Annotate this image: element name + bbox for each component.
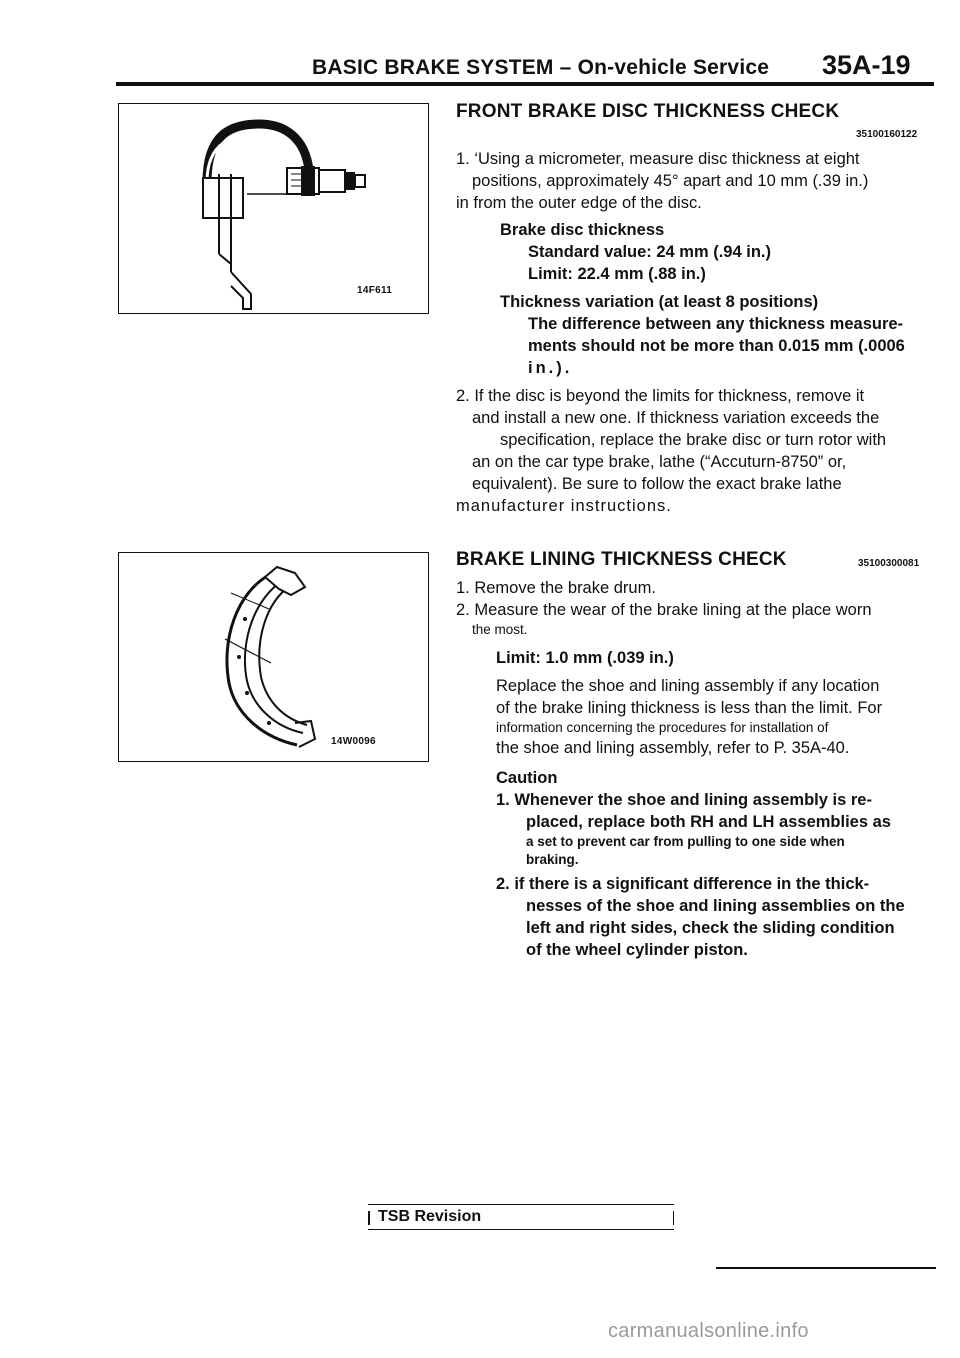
spec-value: ments should not be more than 0.015 mm (… — [528, 337, 905, 355]
limit-value: Limit: 1.0 mm (.039 in.) — [496, 649, 674, 667]
micrometer-figure: 14F611 — [118, 103, 429, 314]
brake-shoe-illustration — [224, 565, 317, 748]
tsb-revision-label: TSB Revision — [378, 1208, 482, 1225]
step-text: 2. If the disc is beyond the limits for … — [456, 387, 865, 405]
caution-text: nesses of the shoe and lining assemblies… — [526, 897, 905, 915]
caution-text: of the wheel cylinder piston. — [526, 941, 748, 959]
figure-code: 14W0096 — [331, 736, 376, 747]
spec-value: The difference between any thickness mea… — [528, 315, 904, 333]
watermark: carmanualsonline.info — [608, 1320, 809, 1342]
step-text: and install a new one. If thickness vari… — [472, 409, 880, 427]
page-header-title: BASIC BRAKE SYSTEM – On-vehicle Service — [312, 56, 770, 79]
section1-body: 1. ‘Using a micrometer, measure disc thi… — [456, 148, 936, 517]
section-title: BRAKE LINING THICKNESS CHECK — [456, 549, 787, 570]
caution-text: 2. if there is a significant difference … — [496, 875, 870, 893]
step-text: in from the outer edge of the disc. — [456, 194, 702, 212]
step-text: 1. ‘Using a micrometer, measure disc thi… — [456, 150, 860, 168]
body-text: Replace the shoe and lining assembly if … — [496, 677, 880, 695]
caution-text: placed, replace both RH and LH assemblie… — [526, 813, 891, 831]
body-text: information concerning the procedures fo… — [496, 720, 829, 735]
caution-heading: Caution — [496, 769, 558, 787]
section2-body: 1. Remove the brake drum. 2. Measure the… — [456, 577, 936, 961]
spec-heading: Brake disc thickness — [500, 221, 665, 239]
section-title: FRONT BRAKE DISC THICKNESS CHECK — [456, 101, 840, 122]
step-text: 2. Measure the wear of the brake lining … — [456, 601, 872, 619]
page-number: 35A-19 — [822, 50, 911, 80]
figure-code: 14F611 — [357, 285, 393, 296]
spec-heading: Thickness variation (at least 8 position… — [500, 293, 819, 311]
micrometer-illustration — [202, 119, 366, 310]
bottom-rule — [716, 1267, 936, 1269]
caution-text: braking. — [526, 852, 579, 867]
step-text: specification, replace the brake disc or… — [500, 431, 887, 449]
step-text: the most. — [472, 622, 528, 637]
spec-value: in.). — [528, 359, 573, 377]
spec-value: Limit: 22.4 mm (.88 in.) — [528, 265, 706, 283]
caution-text: a set to prevent car from pulling to one… — [526, 834, 845, 849]
brake-shoe-figure: 14W0096 — [118, 552, 429, 762]
header-rule — [116, 82, 934, 86]
spec-value: Standard value: 24 mm (.94 in.) — [528, 243, 771, 261]
step-text: manufacturer instructions. — [456, 497, 672, 515]
body-text: the shoe and lining assembly, refer to P… — [496, 739, 850, 757]
section-code: 35100160122 — [856, 129, 918, 140]
section-code: 35100300081 — [858, 558, 920, 569]
caution-text: 1. Whenever the shoe and lining assembly… — [496, 791, 872, 809]
step-text: positions, approximately 45° apart and 1… — [472, 172, 869, 190]
step-text: an on the car type brake, lathe (“Accutu… — [472, 453, 847, 471]
body-text: of the brake lining thickness is less th… — [496, 699, 883, 717]
step-text: 1. Remove the brake drum. — [456, 579, 656, 597]
tsb-revision-box: TSB Revision — [368, 1204, 674, 1230]
caution-text: left and right sides, check the sliding … — [526, 919, 895, 937]
step-text: equivalent). Be sure to follow the exact… — [472, 475, 842, 493]
